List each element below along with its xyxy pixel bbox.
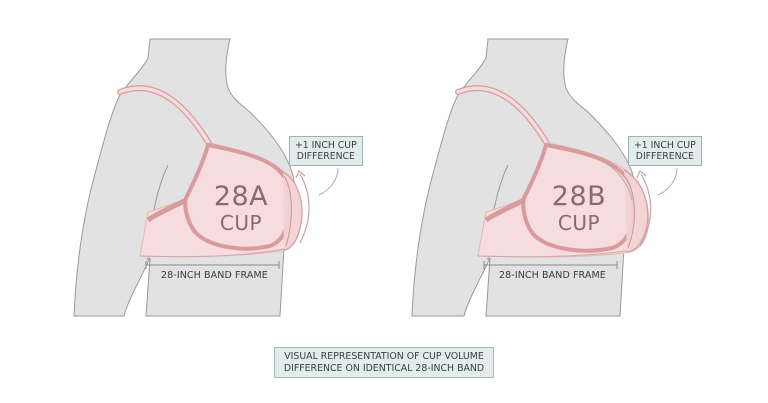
caption-line-1: VISUAL REPRESENTATION OF CUP VOLUME (284, 351, 484, 362)
caption-box: VISUAL REPRESENTATION OF CUP VOLUME DIFF… (274, 347, 494, 378)
cup-size: 28B (551, 181, 607, 212)
cup-label-28a: 28A CUP (208, 183, 274, 233)
torso-illustration-28b (411, 38, 678, 317)
figure-28a: 28A CUP +1 INCH CUP DIFFERENCE 28-INCH B… (0, 0, 384, 320)
band-label-28b: 28-INCH BAND FRAME (499, 270, 606, 281)
difference-line-1: +1 INCH CUP (634, 140, 696, 151)
difference-label-28b: +1 INCH CUP DIFFERENCE (628, 136, 702, 166)
difference-line-1: +1 INCH CUP (295, 140, 357, 151)
difference-label-28a: +1 INCH CUP DIFFERENCE (289, 136, 363, 166)
cup-label-28b: 28B CUP (546, 183, 612, 233)
cup-size: 28A (213, 181, 269, 212)
difference-line-2: DIFFERENCE (296, 151, 355, 162)
caption-line-2: DIFFERENCE ON IDENTICAL 28-INCH BAND (283, 363, 485, 374)
difference-line-2: DIFFERENCE (635, 151, 694, 162)
band-label-28a: 28-INCH BAND FRAME (161, 270, 268, 281)
cup-word: CUP (219, 211, 263, 235)
figure-28b: 28B CUP +1 INCH CUP DIFFERENCE 28-INCH B… (384, 0, 768, 320)
torso-illustration-28a (73, 38, 339, 317)
cup-word: CUP (557, 211, 601, 235)
